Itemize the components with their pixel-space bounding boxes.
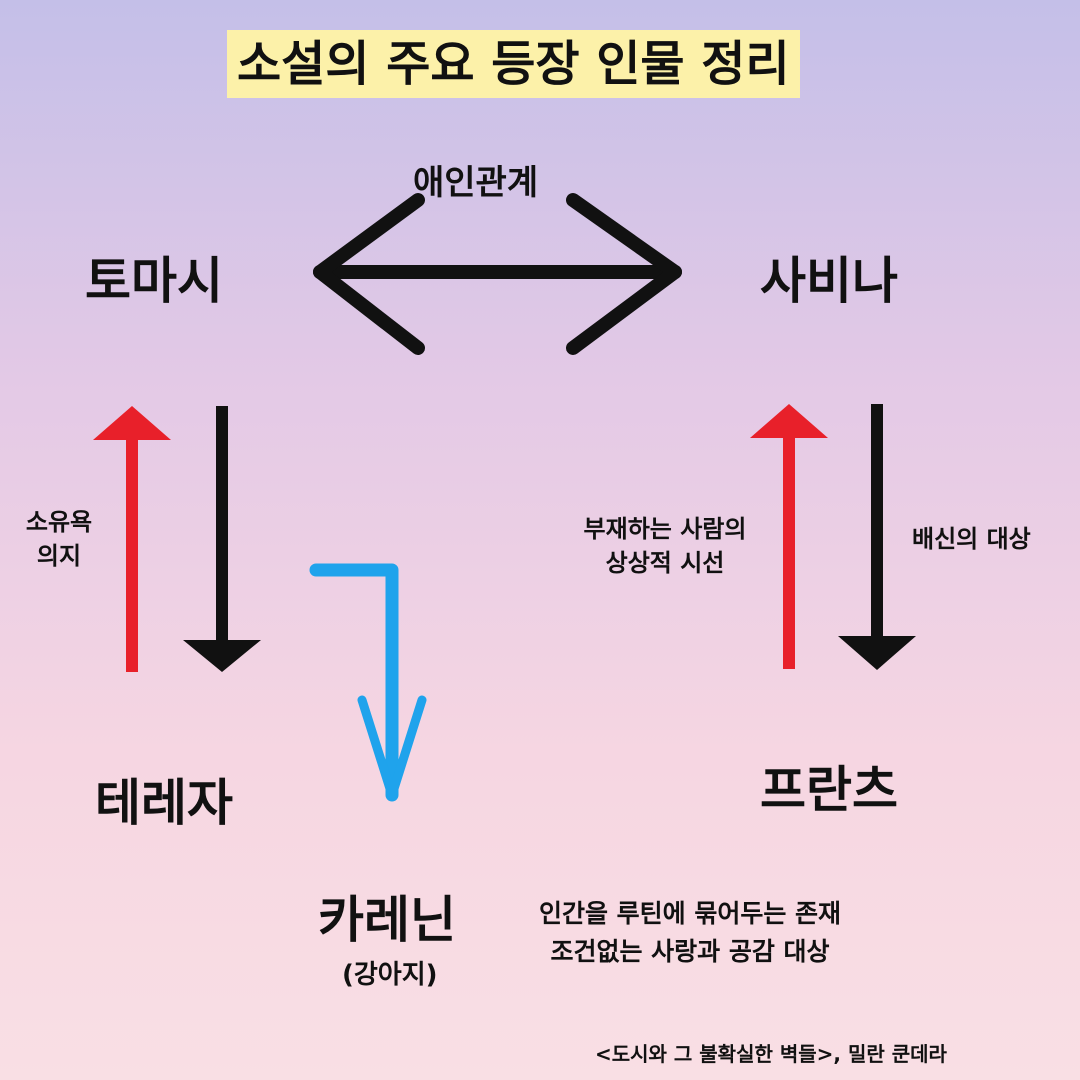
karenin-description-line: 인간을 루틴에 묶어두는 존재 [538, 899, 842, 928]
page-title: 소설의 주요 등장 인물 정리 [227, 30, 800, 98]
red-arrow-tereza-to-tomas [93, 406, 171, 672]
character-sabina: 사비나 [760, 252, 898, 310]
black-arrow-tomas-to-tereza [183, 406, 261, 672]
relation-label-lovers: 애인관계 [413, 163, 539, 203]
character-franz: 프란츠 [760, 761, 898, 819]
relation-label-imaginary-gaze: 부재하는 사람의 상상적 시선 [560, 512, 770, 580]
relation-label-line: 소유욕 [25, 508, 93, 536]
relation-label-line: 부재하는 사람의 [583, 515, 747, 543]
karenin-description: 인간을 루틴에 묶어두는 존재 조건없는 사랑과 공감 대상 [515, 895, 865, 971]
black-arrow-sabina-to-franz [838, 404, 916, 670]
character-karenin-note: (강아지) [342, 960, 438, 990]
character-tereza: 테레자 [95, 774, 233, 832]
relation-label-line: 상상적 시선 [605, 549, 725, 577]
character-tomas: 토마시 [85, 252, 223, 310]
karenin-description-line: 조건없는 사랑과 공감 대상 [550, 937, 830, 966]
red-arrow-franz-to-sabina [750, 404, 828, 669]
double-arrow-right-head [566, 193, 682, 355]
character-karenin: 카레닌 [318, 891, 456, 949]
blue-arrow-to-karenin [309, 563, 427, 802]
double-arrow-tomas-sabina [313, 193, 682, 355]
relation-label-betrayal: 배신의 대상 [912, 525, 1031, 553]
source-citation: <도시와 그 불확실한 벽들>, 밀란 쿤데라 [595, 1042, 947, 1066]
double-arrow-left-head [313, 193, 425, 355]
relation-label-line: 의지 [36, 542, 82, 570]
relation-label-possessiveness: 소유욕 의지 [14, 505, 104, 573]
